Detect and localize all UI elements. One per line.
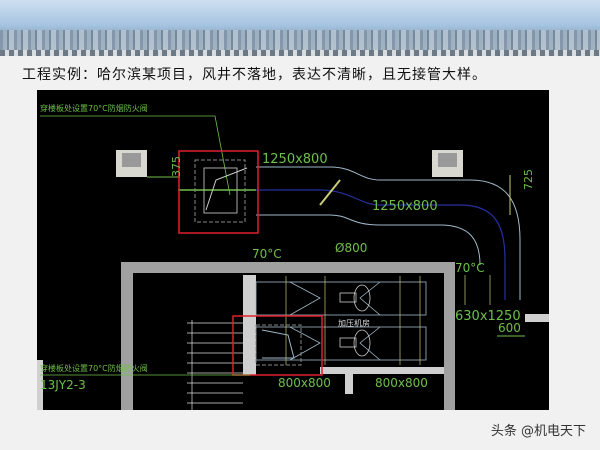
dim-375: 375 (170, 156, 183, 177)
dim-725: 725 (522, 169, 535, 190)
standard-ref: 13JY2-3 (40, 378, 86, 392)
fire-damper-outline (255, 324, 302, 366)
damper-blade (261, 329, 295, 359)
shaft-left-inner (122, 153, 141, 167)
highlight-box-bottom (232, 315, 323, 376)
highlight-box-top (178, 150, 259, 234)
leader-line (40, 115, 231, 196)
fire-damper-inner (203, 167, 238, 214)
grid-lines (285, 275, 491, 365)
watermark: 头条 @机电天下 (490, 424, 586, 439)
wall-column (243, 275, 256, 375)
temp-right: 70°C (455, 261, 485, 275)
duct-centerline (256, 189, 506, 300)
header-divider (0, 50, 600, 56)
dim-round: Ø800 (335, 241, 367, 255)
dim-600: 600 (498, 321, 521, 335)
wall (345, 374, 353, 394)
fire-damper-outline (194, 159, 246, 223)
wall (525, 314, 549, 322)
wall (37, 360, 43, 410)
header-photo-city (0, 30, 600, 52)
note-top: 穿楼板处设置70°C防烟防火阀 (40, 103, 148, 113)
dim-630: 630x1250 (455, 309, 521, 324)
slide-title: 工程实例：哈尔滨某项目，风井不落地，表达不清晰，且无接管大样。 (22, 67, 487, 83)
damper-blade (205, 167, 248, 211)
dim-top-duct: 1250x800 (262, 152, 328, 167)
duct-outline (256, 166, 521, 300)
damper (319, 179, 341, 206)
temp-left: 70°C (252, 247, 282, 261)
stairs (187, 320, 243, 410)
wall (320, 367, 444, 374)
shaft-right-inner (438, 153, 457, 167)
dim-800b: 800x800 (375, 376, 428, 390)
dim-800a: 800x800 (278, 376, 331, 390)
note-bottom: 穿楼板处设置70°C防烟防火阀 (40, 363, 148, 373)
dim-mid-duct: 1250x800 (372, 199, 438, 214)
room-label: 加压机房 (338, 318, 370, 328)
